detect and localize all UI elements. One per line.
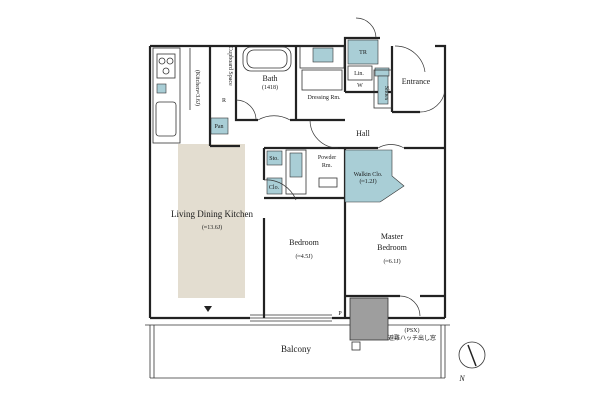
label-dressing: Dressing Rm. — [308, 95, 342, 101]
label-walkin: Walkin Clo. — [354, 172, 383, 178]
powder-counter — [285, 149, 307, 195]
label-escape: 避難ハッチ出し窓 — [388, 334, 436, 342]
sto-box — [266, 150, 283, 166]
ps-shaft — [349, 297, 389, 341]
label-tr: TR — [359, 50, 367, 56]
label-hall: Hall — [356, 129, 371, 138]
label-sto: Sto. — [269, 156, 279, 162]
label-p: P — [338, 311, 342, 317]
ldk-marker — [204, 306, 212, 312]
label-balcony: Balcony — [281, 344, 311, 354]
label-pan: Pan — [215, 124, 224, 130]
powder-shelf — [318, 177, 338, 188]
label-bath-size: (1418) — [262, 84, 278, 91]
label-living: Living Dining Kitchen — [171, 209, 253, 219]
label-master1: Master — [381, 232, 404, 241]
balcony-outline — [145, 324, 450, 379]
label-bedroom: Bedroom — [289, 238, 320, 247]
door-swings — [235, 17, 446, 317]
label-bedroom-area: (≈4.5J) — [295, 253, 312, 260]
pan-box — [210, 117, 229, 135]
interior-walls — [208, 46, 445, 318]
label-w: W — [357, 83, 363, 89]
label-walkin-area: (≈1.2J) — [359, 178, 376, 185]
label-bath: Bath — [262, 74, 277, 83]
toilet-room — [347, 39, 393, 109]
label-powder: Powder — [318, 155, 336, 161]
label-north: N — [458, 374, 465, 383]
label-kitchen: (Kitchen≈3.6J) — [194, 70, 201, 106]
powder-basin — [289, 152, 303, 178]
kitchen-counter — [152, 47, 191, 144]
label-living-area: (≈13.6J) — [202, 224, 222, 231]
label-cupboard: Cupboard Space — [227, 46, 233, 86]
label-master2: Bedroom — [377, 243, 408, 252]
bath-fixtures — [242, 45, 345, 91]
label-master-area: (≈6.1J) — [383, 258, 400, 265]
north-arrow — [458, 341, 486, 369]
label-entrance: Entrance — [402, 77, 431, 86]
label-clo: Clo. — [269, 185, 280, 191]
label-r: R — [222, 98, 226, 104]
walkin-closet-shape — [344, 149, 405, 203]
label-lin: Lin. — [354, 71, 364, 77]
dining-area-shade — [178, 144, 245, 298]
label-shoes: Shoes — [383, 86, 389, 101]
label-psx: (PSX) — [404, 327, 419, 334]
hatch-box — [351, 341, 361, 351]
label-powder-rm: Rm. — [322, 163, 333, 169]
